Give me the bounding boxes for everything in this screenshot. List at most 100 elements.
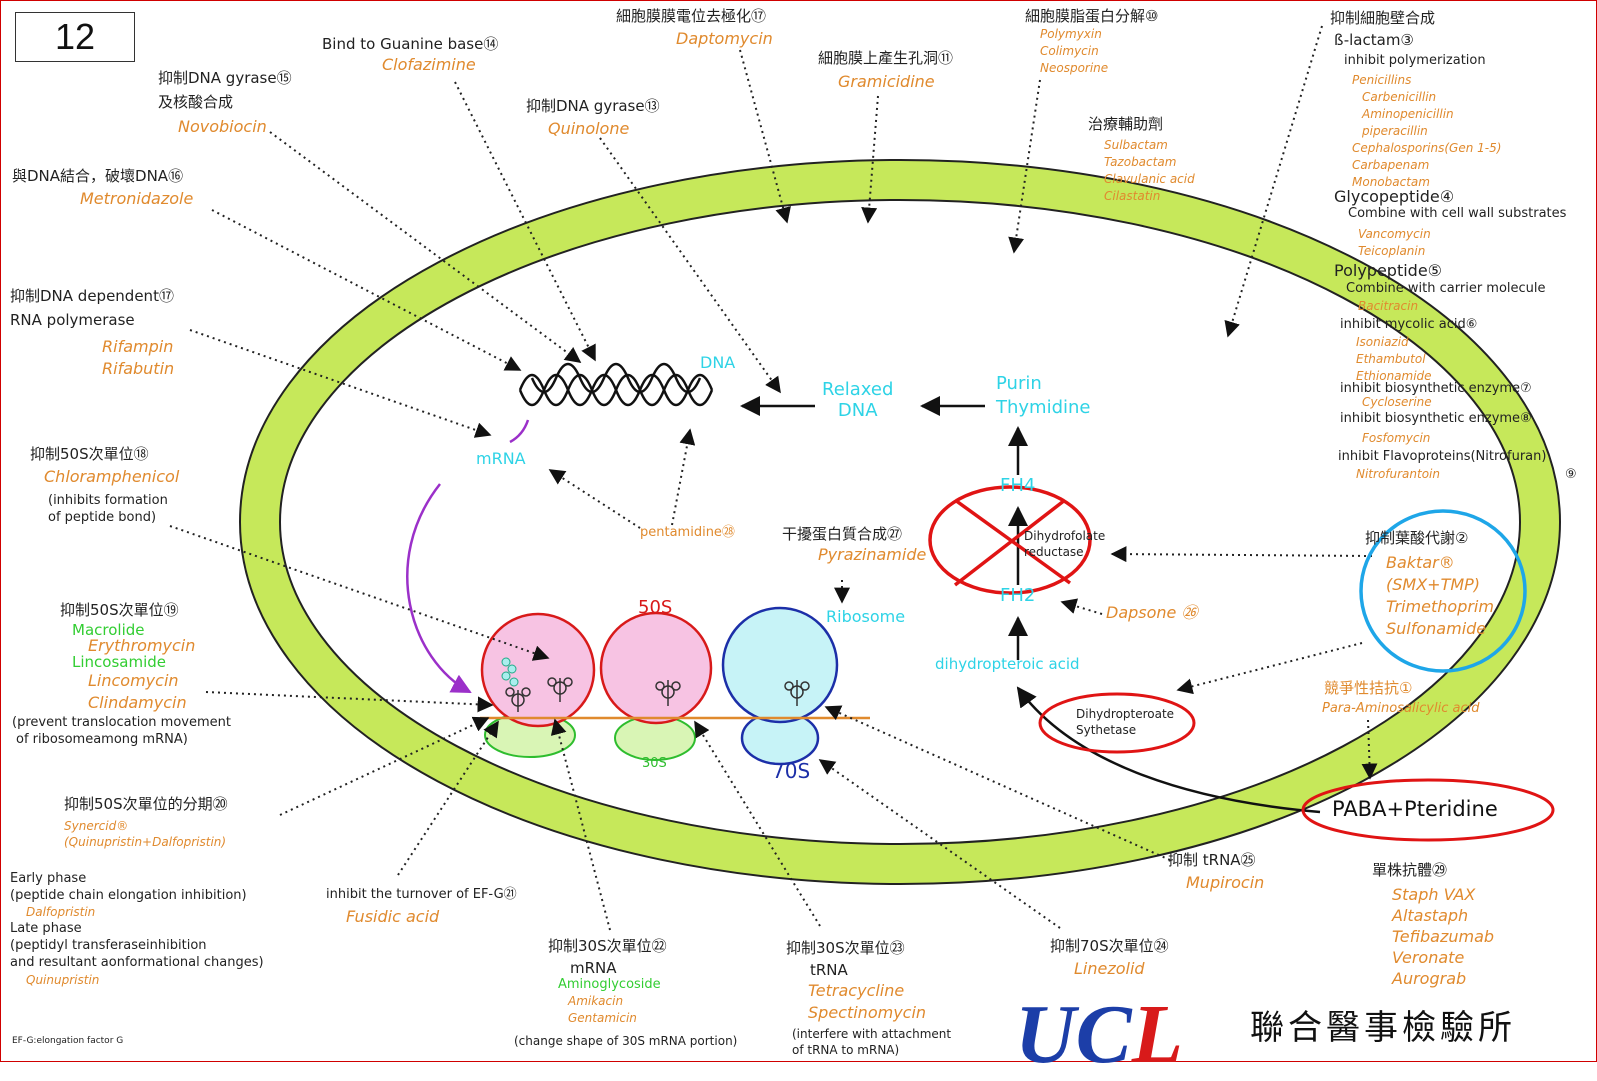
lipo-drug-list: Polymyxin Colimycin Neosporine [1040,26,1108,77]
drug-ethambutol: Ethambutol [1356,352,1426,366]
group-lincosamide: Lincosamide [72,653,166,671]
paba-label: PABA+Pteridine [1332,797,1498,821]
pore-label: 細胞膜上產生孔洞⑪ [818,49,954,67]
blactam-label: ß-lactam③ [1334,31,1414,49]
macro-desc2: of ribosomeamong mRNA) [16,732,188,747]
tetra-desc2: of tRNA to mRNA) [792,1043,900,1057]
drug-trimethoprim: Trimethoprim [1386,597,1494,616]
drug-gramicidine: Gramicidine [838,72,935,91]
flavo-label: inhibit Flavoproteins(Nitrofuran) [1338,449,1547,464]
polypep-label: Polypeptide⑤ [1334,261,1442,280]
drug-aurograb: Aurograb [1392,969,1467,988]
efg-note: EF-G:elongation factor G [12,1036,124,1046]
ribosome-label: Ribosome [826,607,906,626]
inhibit-polymerization: inhibit polymerization [1344,53,1486,68]
compete-label: 競爭性拮抗① [1324,679,1413,697]
drug-pentamidine: pentamidine㉘ [640,525,735,540]
folate-drug-list: Baktar® (SMX+TMP) Trimethoprim Sulfonami… [1386,552,1494,640]
tetra-label: 抑制30S次單位㉓ [786,939,905,957]
drug-colimycin: Colimycin [1040,44,1099,58]
drug-clindamycin: Clindamycin [88,693,187,712]
polypep-desc: Combine with carrier molecule [1346,281,1546,296]
synercid-label: 抑制50S次單位的分期⑳ [64,795,228,813]
drug-cycloserine: Cycloserine [1362,395,1432,409]
depol-label: 細胞膜膜電位去極化⑰ [616,7,767,25]
drug-cilastatin: Cilastatin [1104,189,1161,203]
group-aminoglycoside: Aminoglycoside [558,977,661,992]
cellwall-label: 抑制細胞壁合成 [1330,9,1436,27]
drug-quinu-dalfo: (Quinupristin+Dalfopristin) [64,835,227,849]
dihydropteroic-label: dihydropteroic acid [935,655,1080,673]
glyco-label: Glycopeptide④ [1334,187,1455,206]
page-number: 12 [15,12,135,62]
fh4-label: FH4 [1000,475,1036,496]
drug-clavulanic: Clavulanic acid [1104,172,1195,186]
rif-label2: RNA polymerase [10,311,135,329]
drug-sulbactam: Sulbactam [1104,138,1168,152]
lab-name: 聯合醫事檢驗所 [1250,1008,1516,1048]
drug-daptomycin: Daptomycin [676,29,773,48]
drug-penicillins: Penicillins [1352,73,1412,87]
enzyme8-label: inhibit biosynthetic enzyme⑧ [1340,411,1532,426]
drug-linezolid: Linezolid [1074,959,1145,978]
drug-quinolone: Quinolone [548,119,630,138]
late-desc1: (peptidyl transferaseinhibition [10,938,207,953]
flavo-num: ⑨ [1565,467,1577,482]
drug-fusidic: Fusidic acid [346,907,440,926]
pyraz-label: 干擾蛋白質合成㉗ [782,525,903,543]
amino-desc: (change shape of 30S mRNA portion) [514,1034,738,1048]
group-macrolide: Macrolide [72,621,145,639]
ribosome-50s-1 [480,612,596,758]
dna-label: DNA [700,353,736,372]
drug-altastaph: Altastaph [1392,906,1469,925]
drug-amikacin: Amikacin [568,994,624,1008]
drug-tazobactam: Tazobactam [1104,155,1177,169]
drug-smx-tmp: (SMX+TMP) [1386,575,1481,594]
early-desc: (peptide chain elongation inhibition) [10,888,247,903]
drug-piperacillin: piperacillin [1362,124,1428,138]
drug-bacitracin: Bacitracin [1358,299,1419,313]
drug-erythromycin: Erythromycin [88,636,196,655]
glyco-desc: Combine with cell wall substrates [1348,206,1567,221]
drug-ethionamide: Ethionamide [1356,369,1432,383]
reductase-label: Dihydrofolate reductase [1024,529,1106,559]
lipo-label: 細胞膜脂蛋白分解⑩ [1025,7,1159,25]
macro-desc1: (prevent translocation movement [12,715,231,730]
drug-sulfonamide: Sulfonamide [1386,619,1487,638]
glyco-drug-list: Vancomycin Teicoplanin [1358,226,1431,260]
tetra-desc1: (interfere with attachment [792,1027,952,1041]
purin-label: Purin [996,373,1042,394]
amino-sub: mRNA [570,959,617,977]
drug-spectinomycin: Spectinomycin [808,1003,927,1022]
metro-label: 與DNA結合，破壞DNA⑯ [12,167,184,185]
enzyme7-label: inhibit biosynthetic enzyme⑦ [1340,381,1532,396]
drug-synercid: Synercid® [64,819,129,833]
linez-label: 抑制70S次單位㉔ [1050,937,1169,955]
drug-tefibazumab: Tefibazumab [1392,927,1495,946]
gyrase-q-label: 抑制DNA gyrase⑬ [526,97,660,115]
thymidine-label: Thymidine [996,397,1091,418]
trna-label: 抑制 tRNA㉕ [1168,851,1256,869]
relaxed-dna-label: Relaxed DNA [822,379,894,421]
chlor-desc2: of peptide bond) [48,510,157,525]
blocked-reductase-mark [928,485,1092,595]
ribosome-50s-2 [599,611,713,761]
chlor-desc1: (inhibits formation [48,493,168,508]
drug-baktar: Baktar® [1386,553,1455,572]
drug-neosporine: Neosporine [1040,61,1109,75]
drug-gentamicin: Gentamicin [568,1011,637,1025]
amino-label: 抑制30S次單位㉒ [548,937,667,955]
drug-lincomycin: Lincomycin [88,671,179,690]
drug-novobiocin: Novobiocin [178,117,267,136]
drug-dapsone: Dapsone ㉖ [1106,603,1198,622]
mycolic-label: inhibit mycolic acid⑥ [1340,317,1478,332]
gyrase-n-label: 抑制DNA gyrase⑮ [158,69,292,87]
drug-isoniazid: Isoniazid [1356,335,1409,349]
guanine-label: Bind to Guanine base⑭ [322,35,499,53]
drug-quinupristin: Quinupristin [26,973,100,987]
drug-pyrazinamide: Pyrazinamide [818,545,927,564]
fh2-label: FH2 [1000,585,1036,606]
drug-teicoplanin: Teicoplanin [1358,244,1426,258]
drug-fosfomycin: Fosfomycin [1362,431,1431,445]
